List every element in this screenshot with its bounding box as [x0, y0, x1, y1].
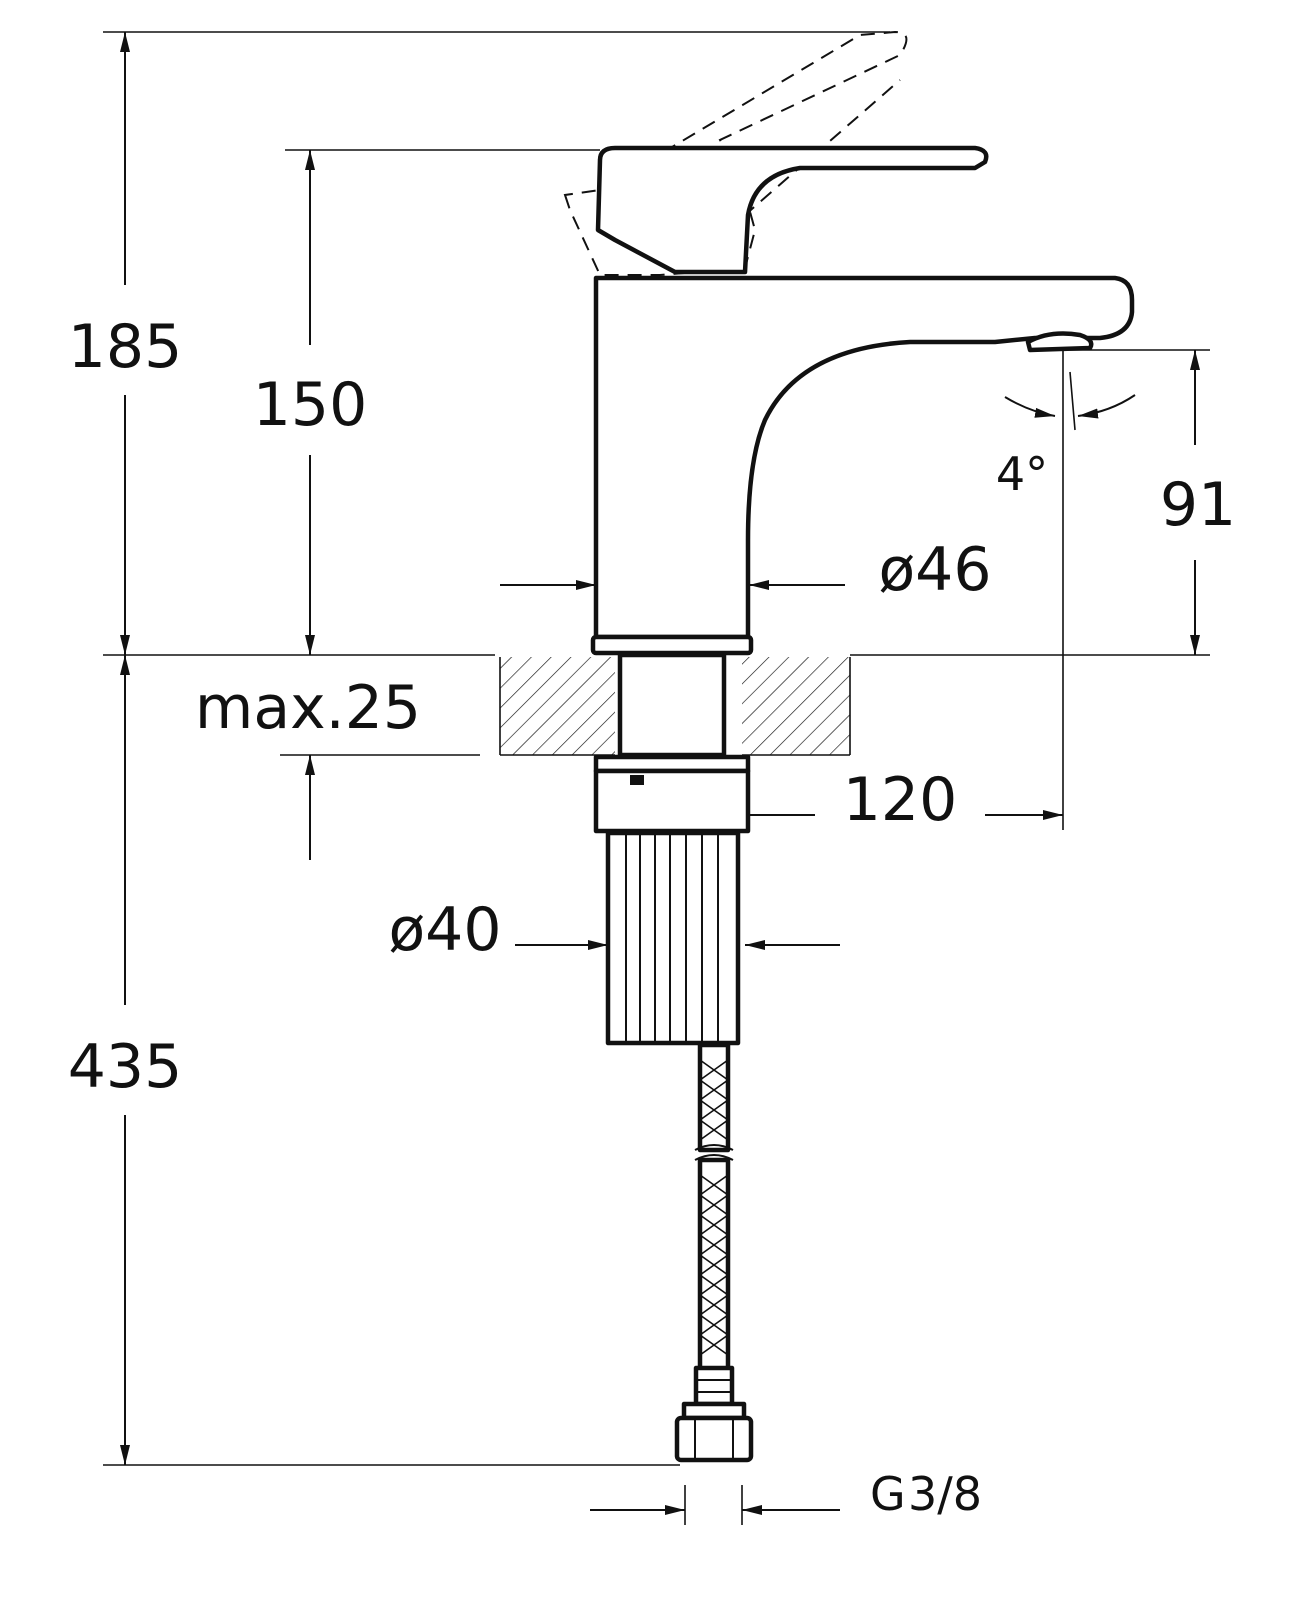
dimension-150: 150 [253, 150, 368, 655]
flex-hose [694, 1042, 734, 1373]
dimension-max25: max.25 [195, 673, 421, 860]
dimension-d40: ø40 [388, 895, 840, 965]
extension-lines [103, 31, 1210, 1525]
dim-91-label: 91 [1160, 470, 1236, 540]
dim-150-label: 150 [253, 370, 368, 440]
dim-d46-label: ø46 [878, 535, 991, 605]
dimension-435: 435 [68, 655, 183, 1465]
lever-handle [595, 145, 989, 275]
dim-g-label: G [870, 1467, 906, 1521]
dim-max25-label: max.25 [195, 673, 421, 743]
dim-angle-label: 4° [996, 447, 1048, 501]
dimension-g38: G 3/8 [590, 1467, 982, 1521]
dim-d40-label: ø40 [388, 895, 501, 965]
dim-120-label: 120 [843, 765, 958, 835]
shank-ribs [625, 833, 719, 1043]
dimension-120: 120 [672, 765, 1063, 835]
dim-thread-fraction: 3/8 [908, 1467, 982, 1521]
dimension-91: 91 [1160, 350, 1236, 655]
dimension-185: 185 [68, 32, 183, 655]
dimension-d46: ø46 [500, 535, 992, 605]
dim-185-label: 185 [68, 312, 183, 382]
dimension-angle-4: 4° [996, 394, 1136, 501]
dim-435-label: 435 [68, 1032, 183, 1102]
faucet-body [590, 275, 1135, 656]
hose-fitting [674, 1365, 754, 1463]
countertop-section [499, 657, 851, 756]
mounting-assembly [593, 652, 751, 1046]
